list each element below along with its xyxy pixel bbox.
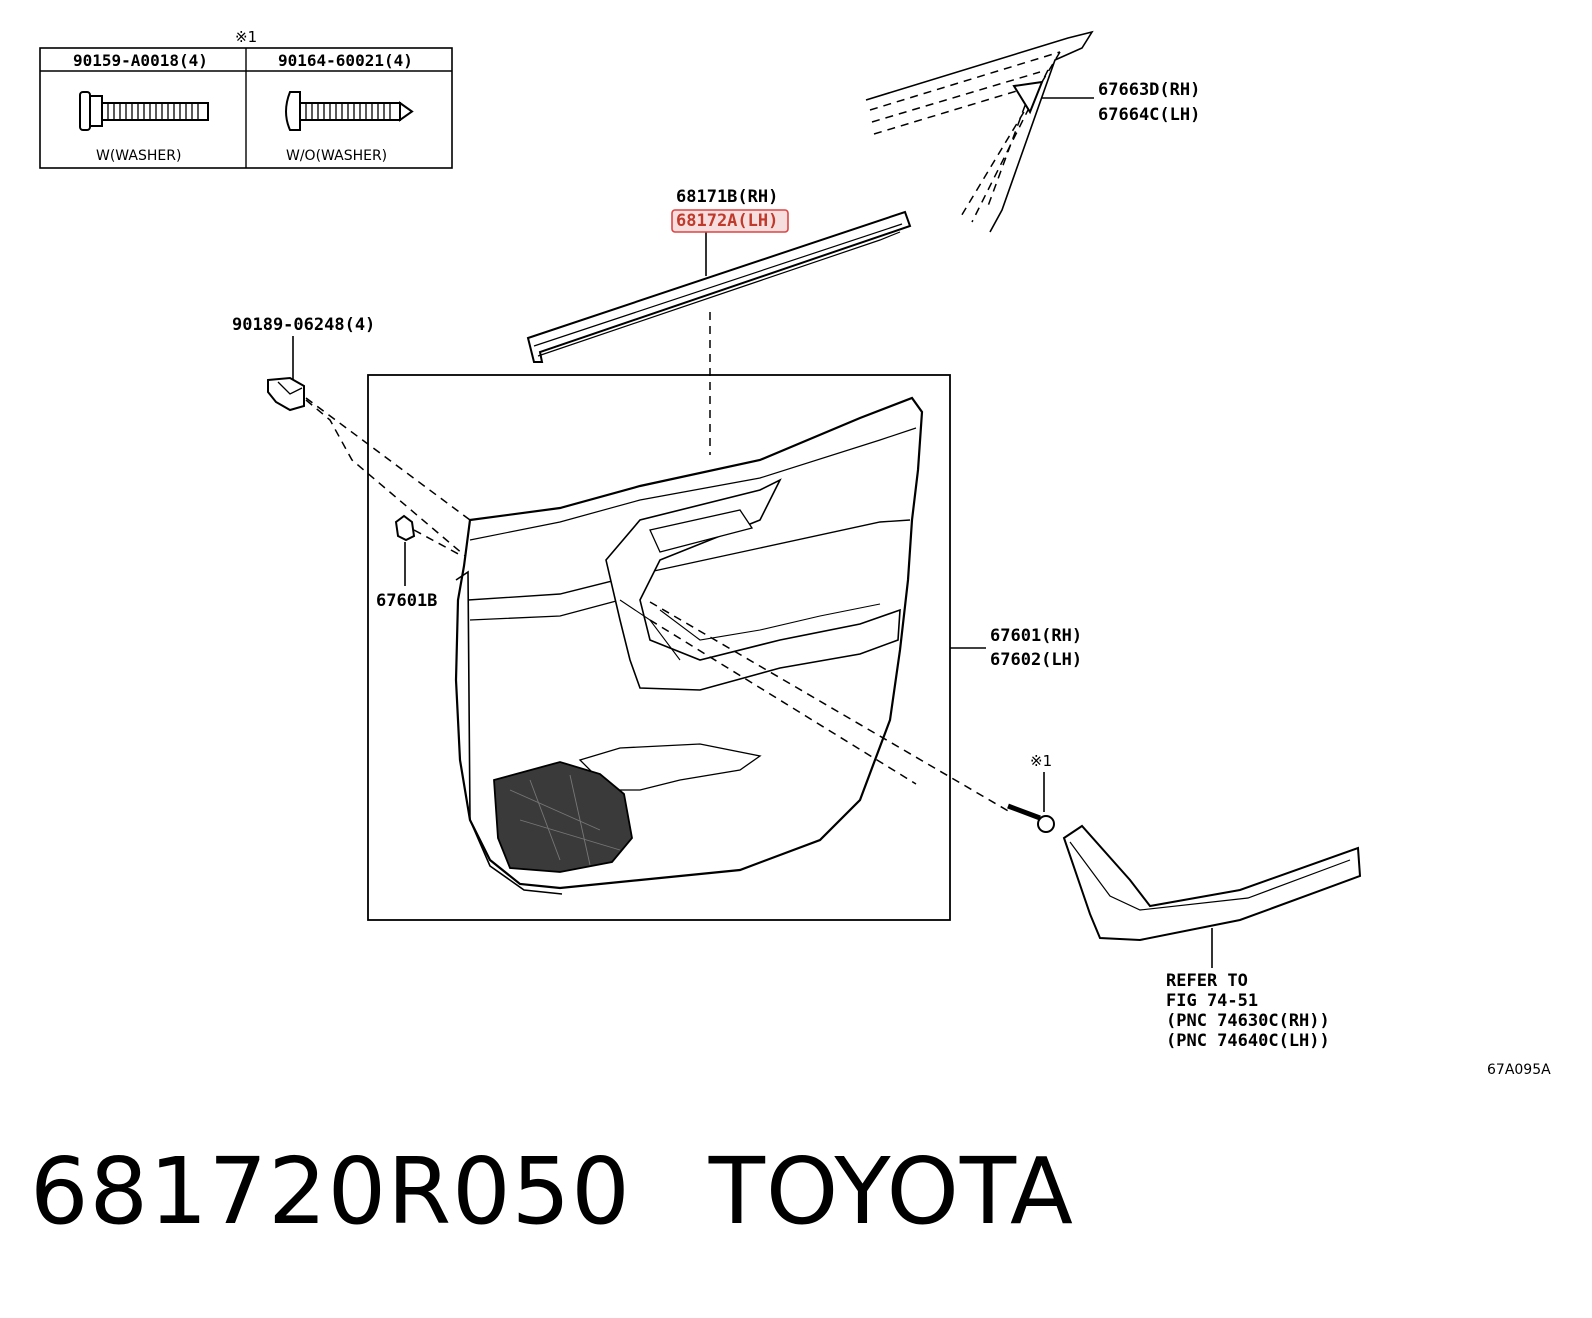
table-note-mark: ※1 [235, 28, 257, 46]
footer-title: 681720R050 TOYOTA [30, 1138, 1152, 1248]
lower-garnish-part [1062, 824, 1362, 942]
callout-panel-lh: 67602(LH) [990, 650, 1082, 670]
refer-line4: (PNC 74640C(LH)) [1166, 1031, 1330, 1051]
callout-clip-small: 67601B [376, 591, 437, 611]
footer-part-number: 681720R050 [30, 1138, 631, 1245]
door-trim-panel [454, 396, 924, 895]
callout-clip: 90189-06248(4) [232, 315, 375, 335]
screw-icon [1007, 803, 1055, 833]
bolt-without-washer-icon [285, 91, 414, 131]
callout-belt-rh: 68171B(RH) [676, 187, 778, 207]
callout-belt-lh: 68172A(LH) [676, 211, 778, 231]
speaker-grille-icon [493, 761, 633, 873]
fastener-table: ※1 90159-A0018(4) 90164-60021(4) W(WASHE… [39, 28, 453, 169]
belt-moulding-strip [526, 210, 912, 363]
table-col2-desc: W/O(WASHER) [286, 148, 387, 164]
callout-panel-rh: 67601(RH) [990, 626, 1082, 646]
table-col2-part: 90164-60021(4) [278, 51, 413, 70]
door-frame-upper [865, 30, 1094, 233]
callout-weatherstrip-rh: 67663D(RH) [1098, 80, 1200, 100]
refer-line1: REFER TO [1166, 971, 1248, 991]
refer-line3: (PNC 74630C(RH)) [1166, 1011, 1330, 1031]
diagram-code: 67A095A [1487, 1062, 1551, 1078]
refer-line2: FIG 74-51 [1166, 991, 1258, 1011]
table-col1-part: 90159-A0018(4) [73, 51, 208, 70]
callout-weatherstrip-lh: 67664C(LH) [1098, 105, 1200, 125]
trim-clip-icon [394, 514, 416, 542]
highlight-box [671, 209, 789, 233]
bolt-with-washer-icon [79, 91, 209, 131]
screw-note-mark: ※1 [1030, 752, 1052, 770]
corner-weatherstrip-icon [1012, 80, 1044, 115]
footer-brand: TOYOTA [708, 1138, 1074, 1245]
clip-icon [267, 376, 305, 412]
table-col1-desc: W(WASHER) [96, 148, 181, 164]
